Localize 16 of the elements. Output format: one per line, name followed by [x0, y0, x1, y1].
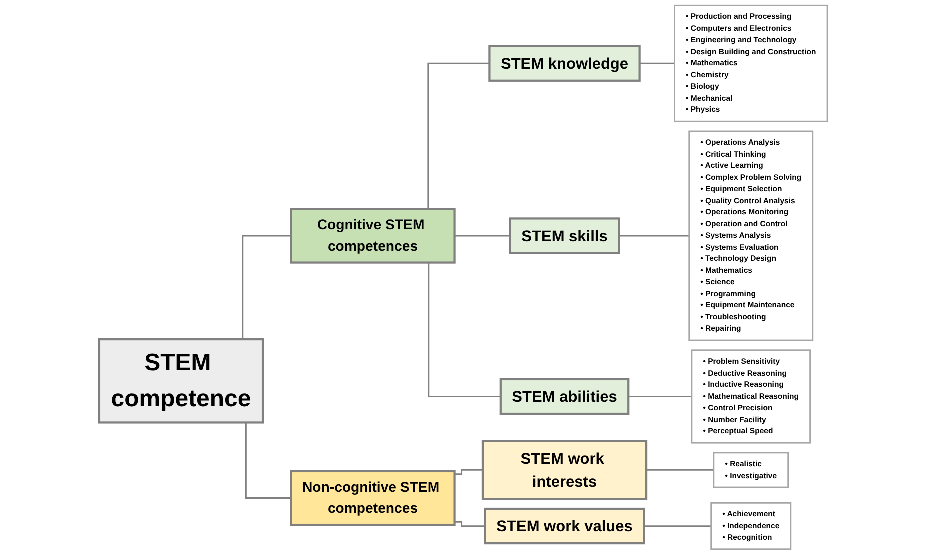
- node-box: STEM work interests: [482, 440, 648, 500]
- connector: [640, 62, 675, 64]
- connector: [644, 526, 712, 527]
- connector: [454, 521, 486, 527]
- node-box: STEM abilities: [500, 378, 630, 416]
- node-box: Cognitive STEM competences: [290, 208, 456, 264]
- connector: [628, 396, 692, 398]
- node-box: STEM work values: [484, 508, 646, 545]
- connector: [646, 470, 714, 471]
- node-box: STEM competence: [98, 338, 264, 424]
- node-box: STEM skills: [509, 218, 620, 254]
- node-box: Non-cognitive STEM competences: [290, 470, 456, 526]
- connector: [619, 235, 690, 237]
- connector: [454, 235, 510, 237]
- connector: [454, 470, 483, 476]
- node-box: STEM knowledge: [488, 45, 641, 82]
